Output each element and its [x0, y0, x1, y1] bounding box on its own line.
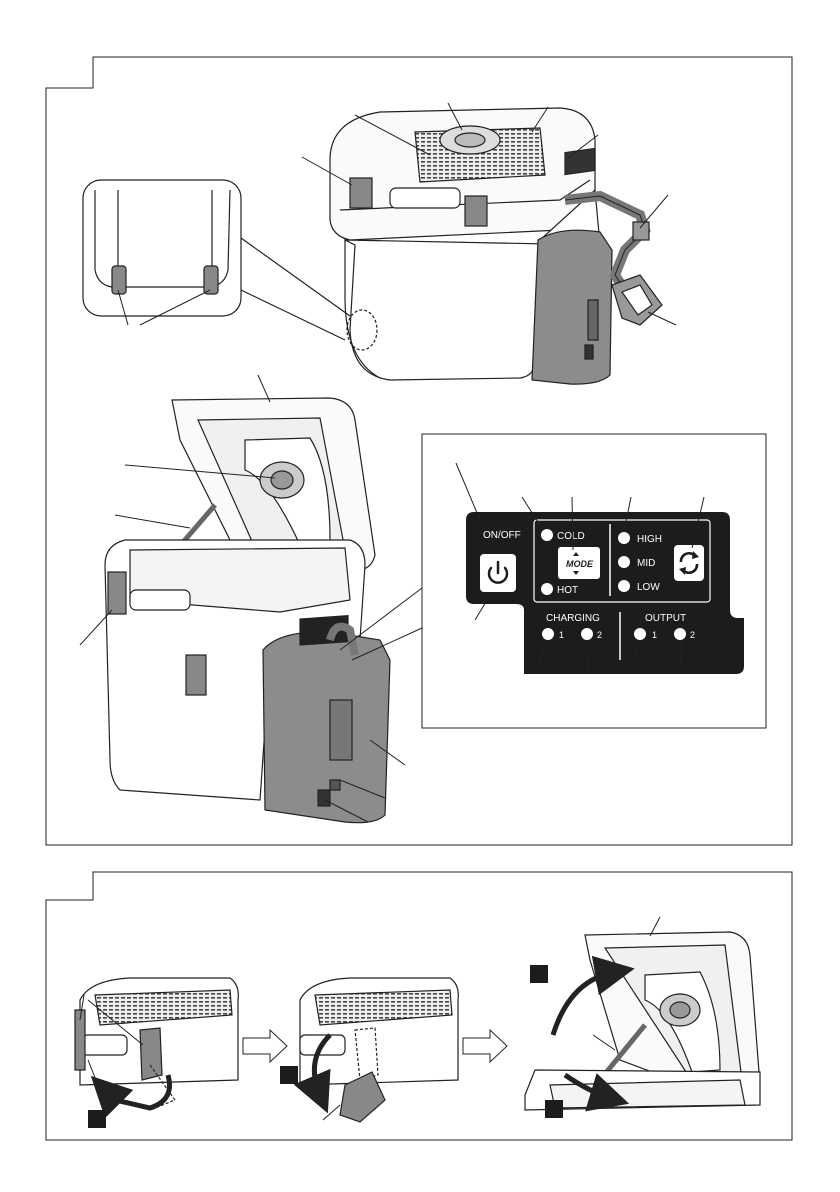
charging-label: CHARGING [546, 613, 600, 624]
low-indicator-led [618, 580, 630, 592]
power-button[interactable] [480, 554, 516, 592]
charging-1-led [542, 628, 554, 640]
next-step-arrow-2 [463, 1030, 507, 1062]
cold-label: COLD [557, 531, 585, 542]
step-2-illustration [300, 978, 458, 1122]
step-1-illustration [75, 978, 238, 1110]
step-3-illustration [525, 932, 760, 1110]
step-3b-badge [545, 1100, 563, 1118]
wheel-inset [83, 180, 350, 340]
output-1-led [634, 628, 646, 640]
cold-indicator-led [541, 529, 553, 541]
step-3a-badge [530, 965, 548, 983]
charging-2-led [581, 628, 593, 640]
fan-speed-button[interactable] [674, 545, 704, 581]
high-label: HIGH [637, 534, 662, 545]
output-2-led [674, 628, 686, 640]
mode-button[interactable]: MODE [558, 547, 600, 579]
step-2-badge [280, 1066, 298, 1084]
output-1-label: 1 [652, 630, 657, 640]
mid-label: MID [637, 558, 655, 569]
step-1-badge [88, 1110, 106, 1128]
high-indicator-led [618, 532, 630, 544]
low-label: LOW [637, 582, 660, 593]
mid-indicator-led [618, 556, 630, 568]
charging-2-label: 2 [597, 630, 602, 640]
output-2-label: 2 [690, 630, 695, 640]
hot-label: HOT [557, 585, 578, 596]
output-label: OUTPUT [645, 613, 686, 624]
on-off-label: ON/OFF [483, 530, 521, 541]
hot-indicator-led [541, 583, 553, 595]
mode-label: MODE [566, 559, 594, 569]
cooler-closed [330, 108, 662, 384]
charging-1-label: 1 [559, 630, 564, 640]
cooler-open [105, 398, 390, 823]
next-step-arrow-1 [243, 1030, 287, 1062]
